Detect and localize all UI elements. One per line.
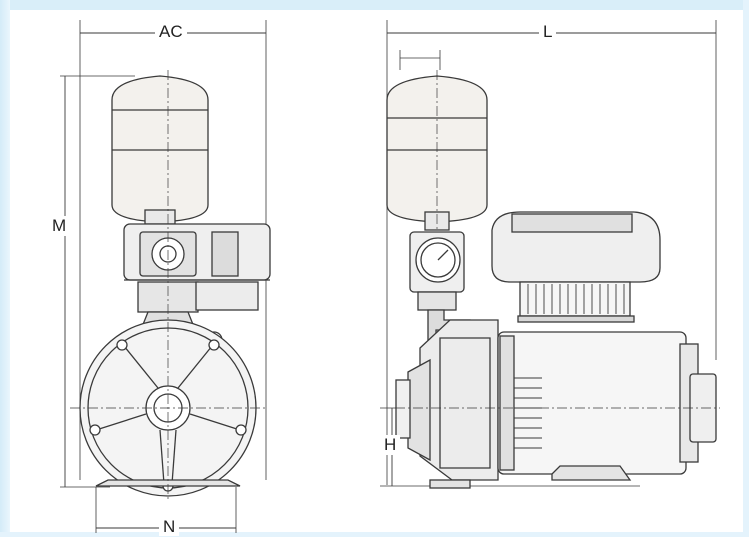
dimension-label-l: L: [539, 22, 557, 42]
top-border: [0, 0, 749, 10]
right-border: [743, 0, 749, 537]
front-view: [60, 20, 271, 533]
dimension-label-m: M: [48, 216, 71, 236]
dimension-label-n: N: [159, 518, 180, 536]
side-view: [380, 20, 720, 489]
bottom-border: [0, 532, 749, 537]
dimension-label-ac: AC: [155, 22, 187, 42]
dimension-label-h: H: [380, 435, 401, 455]
left-border: [0, 0, 10, 537]
